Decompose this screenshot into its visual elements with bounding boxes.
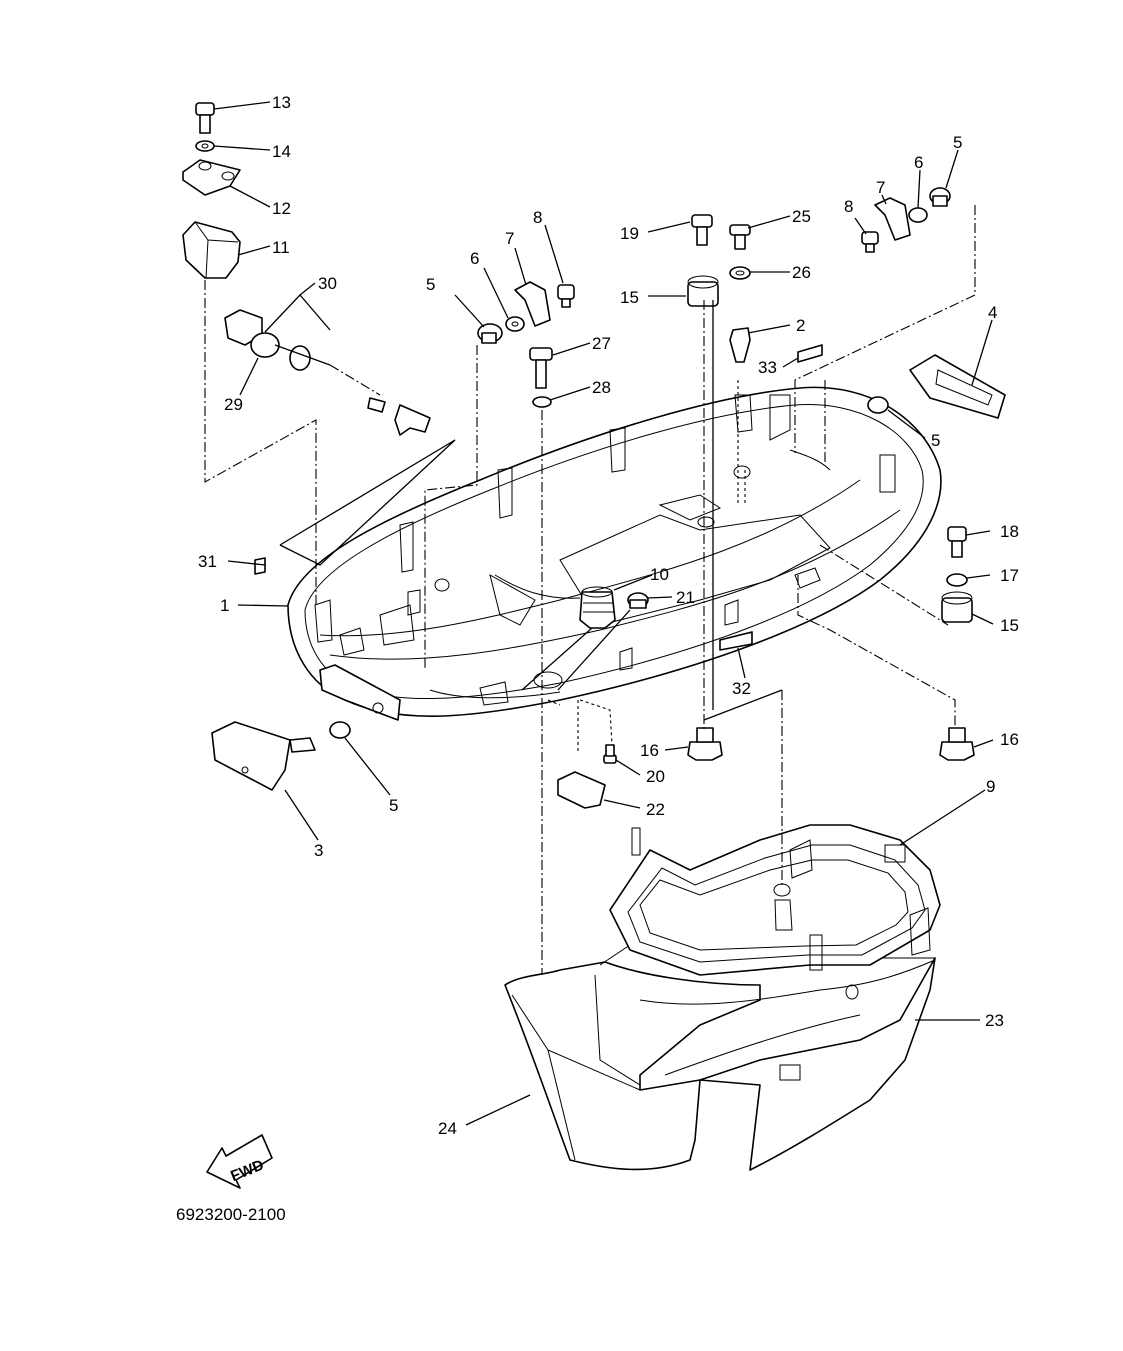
- label-5-left: 5: [426, 275, 435, 294]
- label-20: 20: [646, 767, 665, 786]
- label-19: 19: [620, 224, 639, 243]
- label-10: 10: [650, 565, 669, 584]
- label-28: 28: [592, 378, 611, 397]
- label-15-top: 15: [620, 288, 639, 307]
- label-1: 1: [220, 596, 229, 615]
- label-12: 12: [272, 199, 291, 218]
- label-32: 32: [732, 679, 751, 698]
- label-8-right: 8: [844, 197, 853, 216]
- label-30: 30: [318, 274, 337, 293]
- label-29: 29: [224, 395, 243, 414]
- lower-cover-parts: [504, 944, 936, 1171]
- label-6-left: 6: [470, 249, 479, 268]
- inner-frame: [609, 824, 941, 976]
- label-6-right: 6: [914, 153, 923, 172]
- label-15-right: 15: [1000, 616, 1019, 635]
- part-labels: 13 14 12 11 30 29 5 6 7 8 19 15 25 26 2 …: [198, 93, 1019, 1138]
- bottom-cowling: [287, 386, 942, 718]
- label-26: 26: [792, 263, 811, 282]
- hardware-parts: [182, 102, 1006, 809]
- label-2: 2: [796, 316, 805, 335]
- label-5-right-top: 5: [953, 133, 962, 152]
- label-31: 31: [198, 552, 217, 571]
- label-13: 13: [272, 93, 291, 112]
- fwd-arrow-icon: FWD: [206, 1134, 273, 1189]
- label-5-right-mid: 5: [931, 431, 940, 450]
- label-27: 27: [592, 334, 611, 353]
- label-7-left: 7: [505, 229, 514, 248]
- label-24: 24: [438, 1119, 457, 1138]
- leader-lines: [213, 101, 994, 1126]
- label-16-left: 16: [640, 741, 659, 760]
- label-11: 11: [272, 238, 290, 257]
- label-25: 25: [792, 207, 811, 226]
- label-4: 4: [988, 303, 997, 322]
- label-33: 33: [758, 358, 777, 377]
- label-17: 17: [1000, 566, 1019, 585]
- assembly-guide-lines: [204, 205, 976, 975]
- label-18: 18: [1000, 522, 1019, 541]
- label-8-left: 8: [533, 208, 542, 227]
- label-3: 3: [314, 841, 323, 860]
- label-22: 22: [646, 800, 665, 819]
- label-14: 14: [272, 142, 291, 161]
- label-9: 9: [986, 777, 995, 796]
- label-16-right: 16: [1000, 730, 1019, 749]
- label-23: 23: [985, 1011, 1004, 1030]
- label-7-right: 7: [876, 178, 885, 197]
- label-21: 21: [676, 588, 695, 607]
- label-5-bottom: 5: [389, 796, 398, 815]
- diagram-code: 6923200-2100: [176, 1205, 286, 1224]
